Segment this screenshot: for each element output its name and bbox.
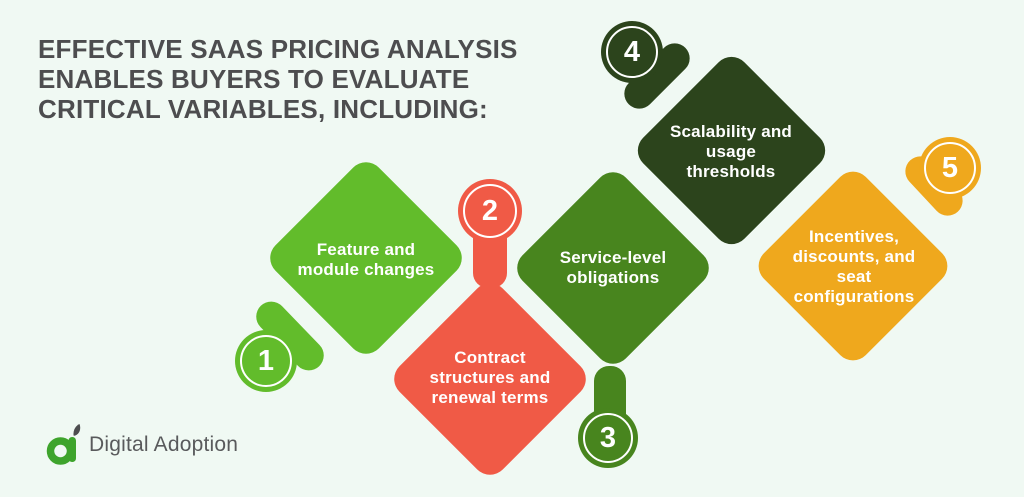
- step-2-badge: 2: [458, 179, 522, 243]
- step-2-badge-ring: [463, 184, 517, 238]
- step-4-badge-ring: [606, 26, 658, 78]
- step-3-badge: 3: [578, 408, 638, 468]
- step-4-label: Scalability and usage thresholds: [669, 122, 793, 181]
- step-5-number: 5: [941, 151, 959, 184]
- step-3-label: Service-level obligations: [559, 248, 667, 287]
- step-5-label: Incentives, discounts, and seat configur…: [792, 227, 916, 306]
- step-4-number: 4: [623, 35, 641, 68]
- step-2-label: Contract structures and renewal terms: [429, 348, 551, 407]
- step-3-badge-ring: [583, 413, 633, 463]
- digital-adoption-icon: [46, 424, 81, 465]
- step-4-badge: 4: [601, 21, 663, 83]
- step-1-label: Feature and module changes: [297, 240, 435, 279]
- step-5-badge: 5: [919, 137, 981, 199]
- step-3-number: 3: [599, 421, 617, 454]
- step-1-badge-ring: [240, 335, 292, 387]
- step-2-number: 2: [481, 194, 499, 227]
- step-1-badge: 1: [235, 330, 297, 392]
- step-1-number: 1: [257, 344, 275, 377]
- step-5-badge-ring: [924, 142, 976, 194]
- brand-logo-text: Digital Adoption: [89, 433, 239, 456]
- brand-logo: Digital Adoption: [46, 423, 238, 467]
- page-title: EFFECTIVE SAAS PRICING ANALYSIS ENABLES …: [38, 34, 518, 124]
